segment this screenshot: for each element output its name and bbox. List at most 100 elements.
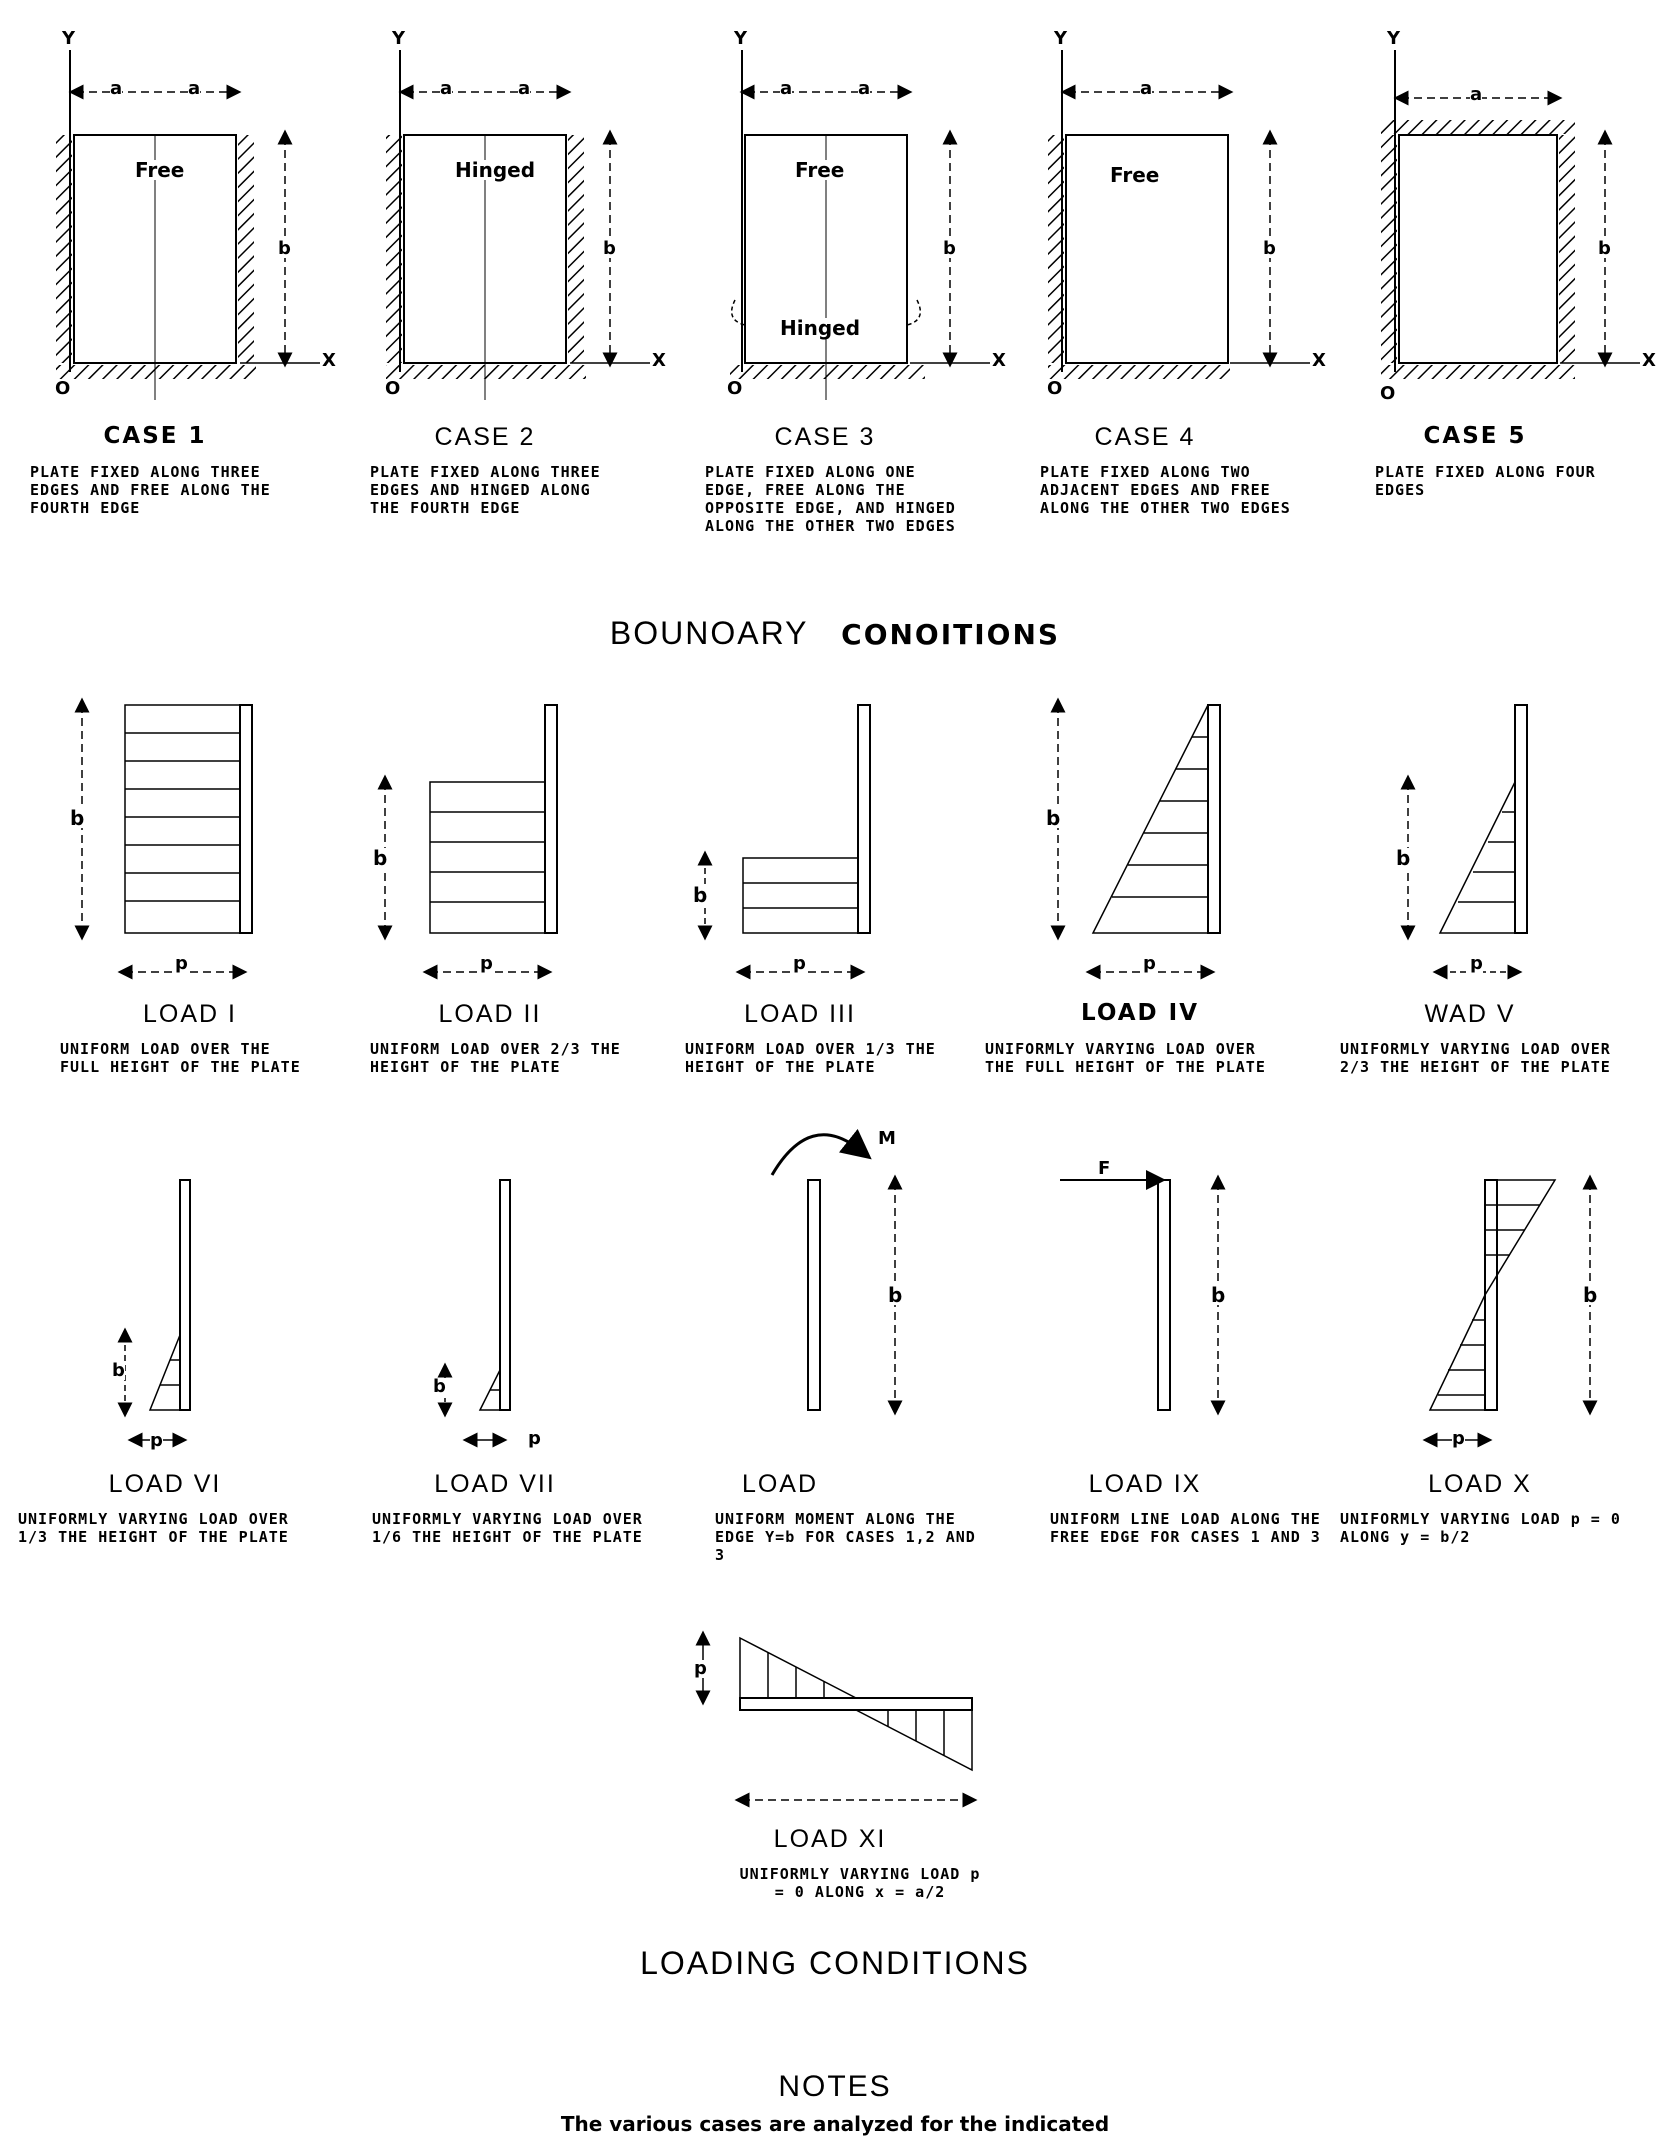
load-2-diagram — [377, 704, 558, 980]
load-5-diagram — [1400, 704, 1528, 980]
load-5-desc: UNIFORMLY VARYING LOAD OVER 2/3 THE HEIG… — [1340, 1040, 1611, 1076]
load-4-sym-b: b — [1046, 806, 1061, 830]
load-10-desc: UNIFORMLY VARYING LOAD p = 0 ALONG y = b… — [1340, 1510, 1621, 1546]
load-9-diagram — [1060, 1170, 1226, 1416]
load-5-sym-b: b — [1396, 846, 1411, 870]
case-3-origin: O — [727, 378, 743, 399]
load-7-sym-b: b — [433, 1376, 446, 1397]
case-5-diagram — [1381, 50, 1640, 379]
fixed-edge-bottom — [386, 365, 586, 379]
load-6-title: LOAD VI — [108, 1470, 222, 1498]
case-4-axis-x: X — [1312, 350, 1326, 371]
fixed-edge-top — [1381, 120, 1575, 134]
load-3-title: LOAD III — [744, 1000, 856, 1028]
case-3-diagram — [730, 50, 990, 400]
case-5-origin: O — [1380, 383, 1396, 404]
case-4-free-label: Free — [1110, 163, 1160, 187]
case-1-dim-a-left: a — [110, 78, 123, 99]
case-2-hinged-label: Hinged — [455, 158, 536, 182]
case-3-axis-y: Y — [734, 28, 748, 49]
loading-row-2 — [117, 1128, 1598, 1448]
load-3-diagram — [697, 704, 871, 980]
boundary-heading-a: BOUNOARY — [609, 615, 809, 651]
fixed-edge-left — [1381, 135, 1397, 363]
case-2-dim-a-right: a — [518, 78, 531, 99]
load-7-desc: UNIFORMLY VARYING LOAD OVER 1/6 THE HEIG… — [372, 1510, 643, 1546]
load-9-sym-f: F — [1098, 1158, 1111, 1179]
case-5-dim-b: b — [1598, 238, 1611, 259]
case-1-dim-b: b — [278, 238, 291, 259]
boundary-heading: BOUNOARY CONOITIONS — [0, 615, 1670, 652]
case-5-desc: PLATE FIXED ALONG FOUR EDGES — [1375, 463, 1596, 499]
case-3-dim-b: b — [943, 238, 956, 259]
load-10-sym-p: p — [1452, 1428, 1465, 1449]
case-1-desc: PLATE FIXED ALONG THREE EDGES AND FREE A… — [30, 463, 271, 517]
case-2-axis-x: X — [652, 350, 666, 371]
load-5-title: WAD V — [1424, 1000, 1516, 1028]
case-3-title: CASE 3 — [774, 423, 876, 451]
fixed-edge-right — [1559, 135, 1575, 363]
case-2-title: CASE 2 — [434, 423, 536, 451]
fixed-edge-bottom — [1048, 365, 1230, 379]
load-5-sym-p: p — [1470, 953, 1483, 974]
load-3-sym-b: b — [693, 883, 708, 907]
load-1-title: LOAD I — [143, 1000, 237, 1028]
fixed-edge-left — [1048, 135, 1064, 363]
case-4-dim-b: b — [1263, 238, 1276, 259]
load-4-diagram — [1050, 697, 1221, 980]
load-2-sym-p: p — [480, 953, 493, 974]
load-1-diagram — [74, 697, 253, 980]
case-1-diagram — [56, 50, 320, 400]
case-5-title: CASE 5 — [1423, 423, 1527, 449]
fixed-edge-left — [56, 135, 72, 363]
case-1-free-label: Free — [135, 158, 185, 182]
case-4-origin: O — [1047, 378, 1063, 399]
load-11-diagram — [695, 1630, 978, 1808]
case-1-axis-x: X — [322, 350, 336, 371]
load-9-desc: UNIFORM LINE LOAD ALONG THE FREE EDGE FO… — [1050, 1510, 1321, 1546]
load-2-sym-b: b — [373, 846, 388, 870]
case-1-origin: O — [55, 378, 71, 399]
load-10-sym-b: b — [1583, 1283, 1598, 1307]
load-3-sym-p: p — [793, 953, 806, 974]
fixed-edge-bottom — [1381, 365, 1575, 379]
load-1-desc: UNIFORM LOAD OVER THE FULL HEIGHT OF THE… — [60, 1040, 301, 1076]
hinge-mark-left — [730, 299, 746, 326]
case-4-title: CASE 4 — [1094, 423, 1196, 451]
fixed-edge-right — [568, 135, 584, 363]
boundary-heading-b: CONOITIONS — [841, 618, 1061, 651]
case-1-axis-y: Y — [62, 28, 76, 49]
load-8-sym-m: M — [878, 1128, 896, 1149]
load-1-sym-b: b — [70, 806, 85, 830]
load-9-sym-b: b — [1211, 1283, 1226, 1307]
case-3-dim-a-left: a — [780, 78, 793, 99]
load-10-title: LOAD X — [1428, 1470, 1532, 1498]
case-3-hinged-label: Hinged — [780, 316, 861, 340]
fixed-edge-left — [386, 135, 402, 363]
case-2-dim-a-left: a — [440, 78, 453, 99]
load-1-sym-p: p — [175, 953, 188, 974]
case-4-axis-y: Y — [1054, 28, 1068, 49]
case-5-dim-a: a — [1470, 84, 1483, 105]
case-3-free-label: Free — [795, 158, 845, 182]
load-4-title: LOAD IV — [1080, 1000, 1200, 1026]
load-7-title: LOAD VII — [434, 1470, 556, 1498]
notes-text: The various cases are analyzed for the i… — [560, 2112, 1110, 2136]
load-10-diagram — [1422, 1174, 1598, 1448]
plate — [1065, 134, 1229, 364]
load-8-sym-b: b — [888, 1283, 903, 1307]
notes-heading: NOTES — [778, 2070, 892, 2103]
fixed-edge-right — [238, 135, 254, 363]
load-8-title: LOAD — [741, 1470, 819, 1498]
load-2-title: LOAD II — [438, 1000, 542, 1028]
loading-heading: LOADING CONDITIONS — [640, 1945, 1030, 1981]
load-6-desc: UNIFORMLY VARYING LOAD OVER 1/3 THE HEIG… — [18, 1510, 289, 1546]
load-3-desc: UNIFORM LOAD OVER 1/3 THE HEIGHT OF THE … — [685, 1040, 936, 1076]
load-11-title: LOAD XI — [773, 1825, 887, 1853]
case-4-desc: PLATE FIXED ALONG TWO ADJACENT EDGES AND… — [1040, 463, 1291, 517]
load-7-diagram — [437, 1179, 511, 1448]
plate — [1398, 134, 1558, 364]
load-7-sym-p: p — [528, 1428, 541, 1449]
case-2-diagram — [386, 50, 650, 400]
